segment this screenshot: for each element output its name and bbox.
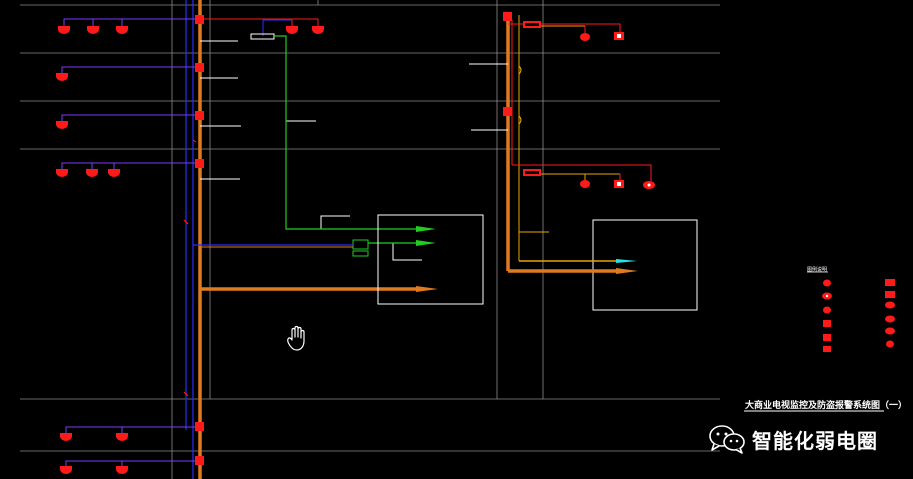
junction-boxes-left	[195, 15, 204, 465]
left-trunk	[183, 0, 202, 479]
alarm-branch-upper	[508, 21, 624, 41]
right-trunk	[469, 12, 638, 274]
legend	[807, 271, 895, 352]
equipment-room-box-right	[592, 219, 698, 311]
signal-green-lines	[274, 35, 436, 257]
watermark-text: 智能化弱电圈	[752, 428, 878, 453]
wechat-icon	[709, 425, 745, 454]
camera-branch-row-6	[60, 460, 195, 474]
camera-branch-top-center	[204, 18, 324, 40]
camera-branch-row-2	[56, 66, 195, 81]
camera-branch-row-1	[58, 18, 195, 34]
alarm-branch-lower	[512, 164, 655, 189]
leader-lines-left	[200, 40, 422, 261]
bus-to-room-left	[193, 244, 438, 292]
legend-title: 图例说明	[807, 266, 827, 273]
grid-lines	[20, 0, 720, 479]
watermark: 智能化弱电圈	[708, 422, 878, 456]
drawing-title: 大商业电视监控及防盗报警系统图（一）	[745, 399, 907, 411]
camera-branch-row-4	[56, 162, 195, 177]
camera-branch-row-3	[56, 114, 195, 129]
hand-pan-icon	[287, 325, 305, 351]
equipment-room-box-left	[377, 214, 484, 305]
camera-branch-row-5	[60, 426, 195, 441]
